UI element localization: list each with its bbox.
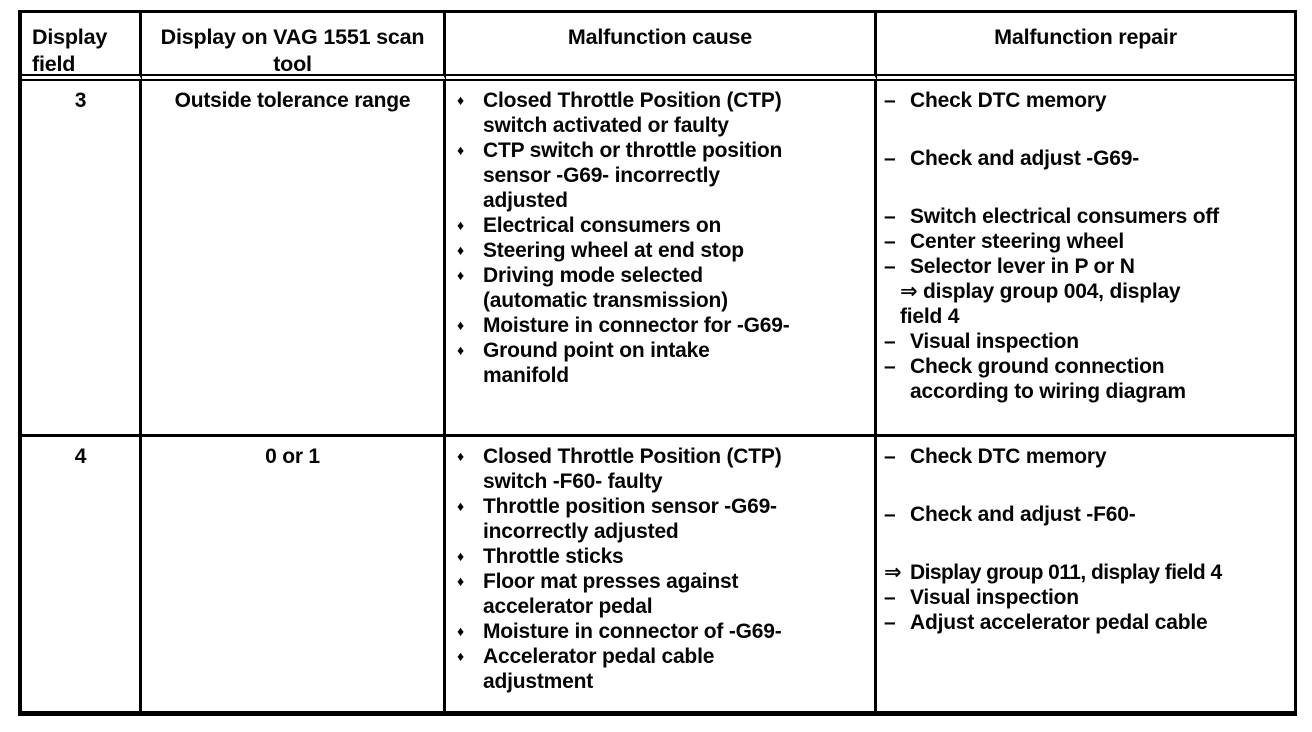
cause-item: ♦ Accelerator pedal cable adjustment	[454, 644, 860, 694]
header-cause-label: Malfunction cause	[567, 25, 753, 49]
cause-text: CTP switch or throttle position sensor -…	[483, 139, 783, 212]
malfunction-repair-cell: – Check DTC memory – Check and adjust -F…	[877, 437, 1294, 711]
diamond-bullet-icon: ♦	[457, 448, 464, 464]
cause-item: ♦ Throttle sticks	[454, 544, 860, 569]
repair-item: – Check and adjust -G69-	[883, 146, 1290, 171]
dash-icon: –	[884, 503, 896, 526]
cause-item: ♦ Ground point on intake manifold	[454, 338, 860, 388]
dash-icon: –	[884, 355, 896, 378]
diamond-bullet-icon: ♦	[457, 648, 464, 664]
repair-text: Switch electrical consumers off	[910, 205, 1219, 228]
header-malfunction-cause: Malfunction cause	[446, 13, 877, 81]
header-malfunction-repair: Malfunction repair	[877, 13, 1294, 81]
repair-item: – Visual inspection	[883, 585, 1290, 610]
dash-icon: –	[884, 445, 896, 468]
cause-item: ♦ Closed Throttle Position (CTP) switch …	[454, 444, 860, 494]
dash-icon: –	[884, 230, 896, 253]
repair-text: Check and adjust -G69-	[910, 147, 1139, 170]
cause-text: Floor mat presses against accelerator pe…	[483, 570, 739, 618]
cause-text: Electrical consumers on	[483, 214, 722, 237]
scan-tool-display-value: Outside tolerance range	[174, 89, 411, 112]
cause-item: ♦ Steering wheel at end stop	[454, 238, 860, 263]
repair-item: – Visual inspection	[883, 329, 1290, 354]
display-field-cell: 3	[22, 81, 142, 437]
cause-item: ♦ Electrical consumers on	[454, 213, 860, 238]
header-scan-tool-label: Display on VAG 1551 scan tool	[160, 25, 425, 76]
repair-cross-reference: Display group 011, display field 4	[910, 561, 1222, 584]
display-field-value: 4	[74, 445, 87, 468]
malfunction-table: Display field Display on VAG 1551 scan t…	[18, 10, 1297, 716]
repair-text: Check DTC memory	[910, 89, 1107, 112]
cause-text: Driving mode selected (automatic transmi…	[483, 264, 728, 312]
cause-text: Ground point on intake manifold	[483, 339, 710, 387]
repair-item: ⇒ Display group 011, display field 4	[883, 560, 1290, 585]
display-field-value: 3	[74, 89, 87, 112]
repair-item: – Check and adjust -F60-	[883, 502, 1290, 527]
cause-item: ♦ CTP switch or throttle position sensor…	[454, 138, 860, 213]
diamond-bullet-icon: ♦	[457, 498, 464, 514]
arrow-icon: ⇒	[884, 561, 902, 584]
cause-item: ♦ Floor mat presses against accelerator …	[454, 569, 860, 619]
repair-text: Adjust accelerator pedal cable	[910, 611, 1208, 634]
header-display-field-label: Display field	[32, 25, 108, 76]
diamond-bullet-icon: ♦	[457, 623, 464, 639]
diamond-bullet-icon: ♦	[457, 317, 464, 333]
scan-tool-display-cell: Outside tolerance range	[142, 81, 446, 437]
repair-item: – Switch electrical consumers off	[883, 204, 1290, 229]
dash-icon: –	[884, 330, 896, 353]
repair-text: Check ground connection according to wir…	[910, 355, 1186, 403]
repair-text-main: Selector lever in P or N	[910, 255, 1135, 278]
header-display-field: Display field	[22, 13, 142, 81]
repair-item: – Check ground connection according to w…	[883, 354, 1290, 404]
header-repair-label: Malfunction repair	[994, 25, 1177, 49]
repair-item: – Check DTC memory	[883, 444, 1290, 469]
dash-icon: –	[884, 586, 896, 609]
repair-item: – Center steering wheel	[883, 229, 1290, 254]
repair-text: Visual inspection	[910, 586, 1079, 609]
cause-text: Accelerator pedal cable adjustment	[483, 645, 715, 693]
repair-item: – Check DTC memory	[883, 88, 1290, 113]
dash-icon: –	[884, 205, 896, 228]
diamond-bullet-icon: ♦	[457, 92, 464, 108]
repair-item: – Selector lever in P or N⇒ display grou…	[883, 254, 1290, 329]
cause-text: Moisture in connector for -G69-	[483, 314, 790, 337]
cause-item: ♦ Closed Throttle Position (CTP) switch …	[454, 88, 860, 138]
cause-item: ♦ Driving mode selected (automatic trans…	[454, 263, 860, 313]
cause-item: ♦ Moisture in connector of -G69-	[454, 619, 860, 644]
dash-icon: –	[884, 89, 896, 112]
dash-icon: –	[884, 255, 896, 278]
diamond-bullet-icon: ♦	[457, 217, 464, 233]
malfunction-cause-cell: ♦ Closed Throttle Position (CTP) switch …	[446, 81, 877, 437]
repair-cross-reference: ⇒ display group 004, display field 4	[900, 280, 1181, 328]
cause-text: Throttle sticks	[483, 545, 624, 568]
repair-text: Check DTC memory	[910, 445, 1107, 468]
cause-text: Closed Throttle Position (CTP) switch ac…	[483, 89, 782, 137]
repair-text: Visual inspection	[910, 330, 1079, 353]
diamond-bullet-icon: ♦	[457, 342, 464, 358]
diamond-bullet-icon: ♦	[457, 548, 464, 564]
cause-item: ♦ Moisture in connector for -G69-	[454, 313, 860, 338]
cause-item: ♦ Throttle position sensor -G69- incorre…	[454, 494, 860, 544]
display-field-cell: 4	[22, 437, 142, 711]
diamond-bullet-icon: ♦	[457, 242, 464, 258]
repair-item: – Adjust accelerator pedal cable	[883, 610, 1290, 635]
repair-text: Selector lever in P or N⇒ display group …	[900, 254, 1290, 329]
cause-text: Moisture in connector of -G69-	[483, 620, 782, 643]
diamond-bullet-icon: ♦	[457, 142, 464, 158]
cause-text: Steering wheel at end stop	[483, 239, 744, 262]
dash-icon: –	[884, 611, 896, 634]
malfunction-repair-cell: – Check DTC memory – Check and adjust -G…	[877, 81, 1294, 437]
header-scan-tool-display: Display on VAG 1551 scan tool	[142, 13, 446, 81]
dash-icon: –	[884, 147, 896, 170]
diamond-bullet-icon: ♦	[457, 573, 464, 589]
cause-text: Throttle position sensor -G69- incorrect…	[483, 495, 777, 543]
cause-text: Closed Throttle Position (CTP) switch -F…	[483, 445, 782, 493]
repair-text: Center steering wheel	[910, 230, 1125, 253]
scan-tool-display-value: 0 or 1	[265, 445, 320, 468]
repair-text: Check and adjust -F60-	[910, 503, 1136, 526]
malfunction-cause-cell: ♦ Closed Throttle Position (CTP) switch …	[446, 437, 877, 711]
diamond-bullet-icon: ♦	[457, 267, 464, 283]
scan-tool-display-cell: 0 or 1	[142, 437, 446, 711]
